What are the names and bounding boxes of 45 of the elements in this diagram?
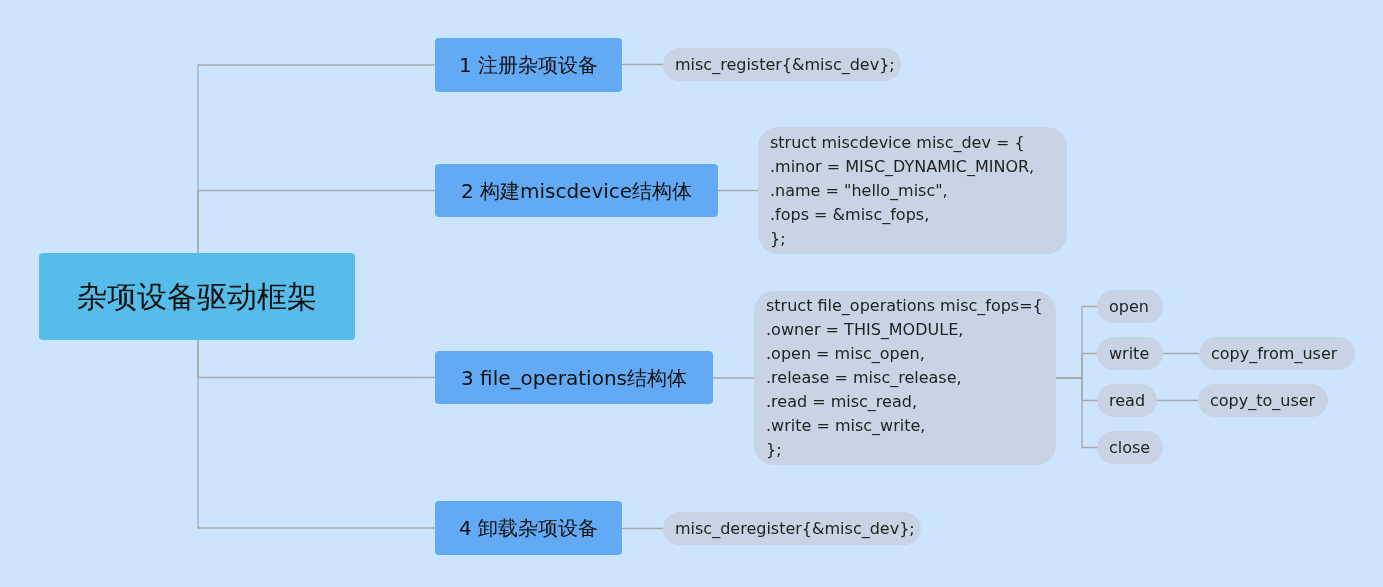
topic-box <box>435 38 622 92</box>
code-line: .name = "hello_misc", <box>770 179 949 202</box>
connector-line <box>621 527 664 530</box>
topic-label: copy_to_user <box>1210 389 1316 412</box>
topic-label: 1 注册杂项设备 <box>458 53 599 77</box>
topic-label: 2 构建miscdevice结构体 <box>460 178 693 203</box>
code-line: .minor = MISC_DYNAMIC_MINOR, <box>770 155 1036 178</box>
topic-label: 3 file_operations结构体 <box>461 365 687 390</box>
connector-line <box>197 339 436 529</box>
code-line: .read = misc_read, <box>766 391 918 413</box>
topic-label: open <box>1109 295 1150 318</box>
subtopic-pill <box>1198 384 1328 417</box>
connector-line <box>197 189 436 254</box>
subtopic-pill <box>1199 337 1355 370</box>
subtopic-pill <box>758 127 1067 254</box>
subtopic-pill <box>663 512 921 545</box>
code-line: }; <box>770 227 787 250</box>
code-line: }; <box>766 439 783 461</box>
topic-label: read <box>1109 389 1145 412</box>
subtopic-pill <box>1097 431 1163 464</box>
topic-box <box>435 164 718 217</box>
root-topic-box <box>39 253 355 340</box>
topic-label: write <box>1109 342 1151 365</box>
subtopic-pill <box>1097 384 1157 417</box>
subtopic-pill <box>1097 337 1163 370</box>
code-line: .open = misc_open, <box>766 343 926 365</box>
code-line: .write = misc_write, <box>766 415 927 437</box>
connector-line <box>1162 352 1200 355</box>
topic-label: 4 卸载杂项设备 <box>458 516 599 540</box>
topic-box <box>435 351 713 404</box>
topic-label: copy_from_user <box>1211 342 1339 365</box>
topic-label: close <box>1109 436 1151 459</box>
connector-line <box>717 189 759 192</box>
connector-line <box>621 63 664 66</box>
code-line: struct file_operations misc_fops={ <box>766 295 1044 317</box>
topic-box <box>435 501 622 555</box>
code-line: struct miscdevice misc_dev = { <box>770 131 1026 154</box>
subtopic-pill <box>754 291 1056 465</box>
code-line: .release = misc_release, <box>766 367 963 389</box>
code-line: .owner = THIS_MODULE, <box>766 319 965 341</box>
code-line: .fops = &misc_fops, <box>770 203 931 226</box>
connector-line <box>712 377 755 379</box>
subtopic-pill <box>1097 290 1163 323</box>
connector-line <box>1156 399 1199 402</box>
subtopic-pill <box>663 48 901 81</box>
